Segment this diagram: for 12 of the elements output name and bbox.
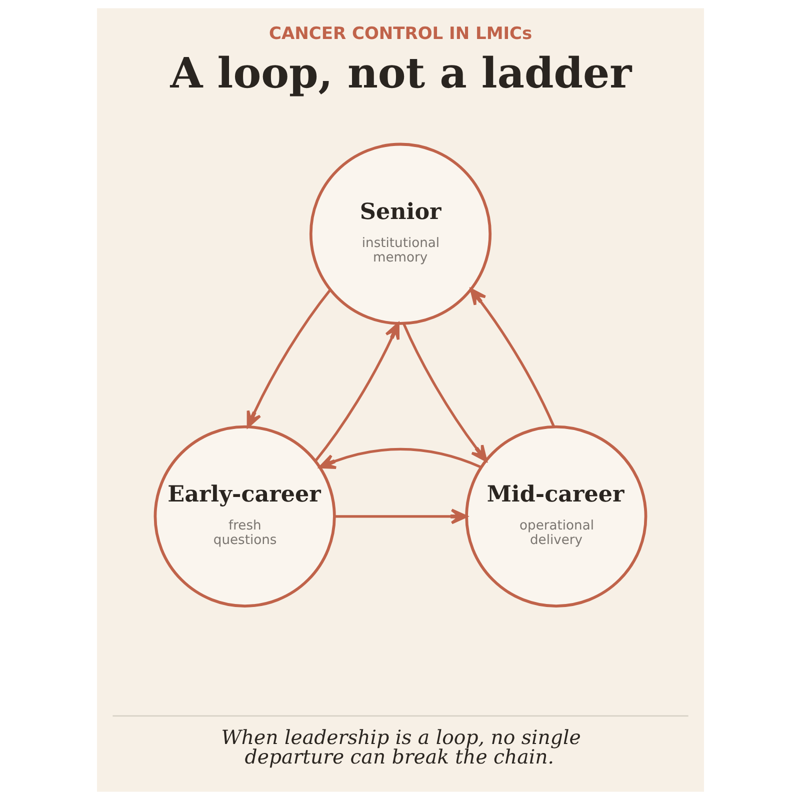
arrow [334,508,468,524]
arrow [318,448,482,469]
diagram-title: A loop, not a ladder [170,48,632,98]
caption: When leadership is a loop, no single departure can break the chain. [220,726,580,769]
node-circle: Early-career fresh questions [153,425,336,608]
arrow [246,289,331,428]
node-circle: Mid-career operational delivery [464,425,647,608]
node-circle: Senior institutional memory [308,142,492,325]
arrow [469,288,555,428]
label: CANCER CONTROL IN LMICs [268,24,532,44]
arrow [402,323,487,462]
arrow [314,322,399,462]
